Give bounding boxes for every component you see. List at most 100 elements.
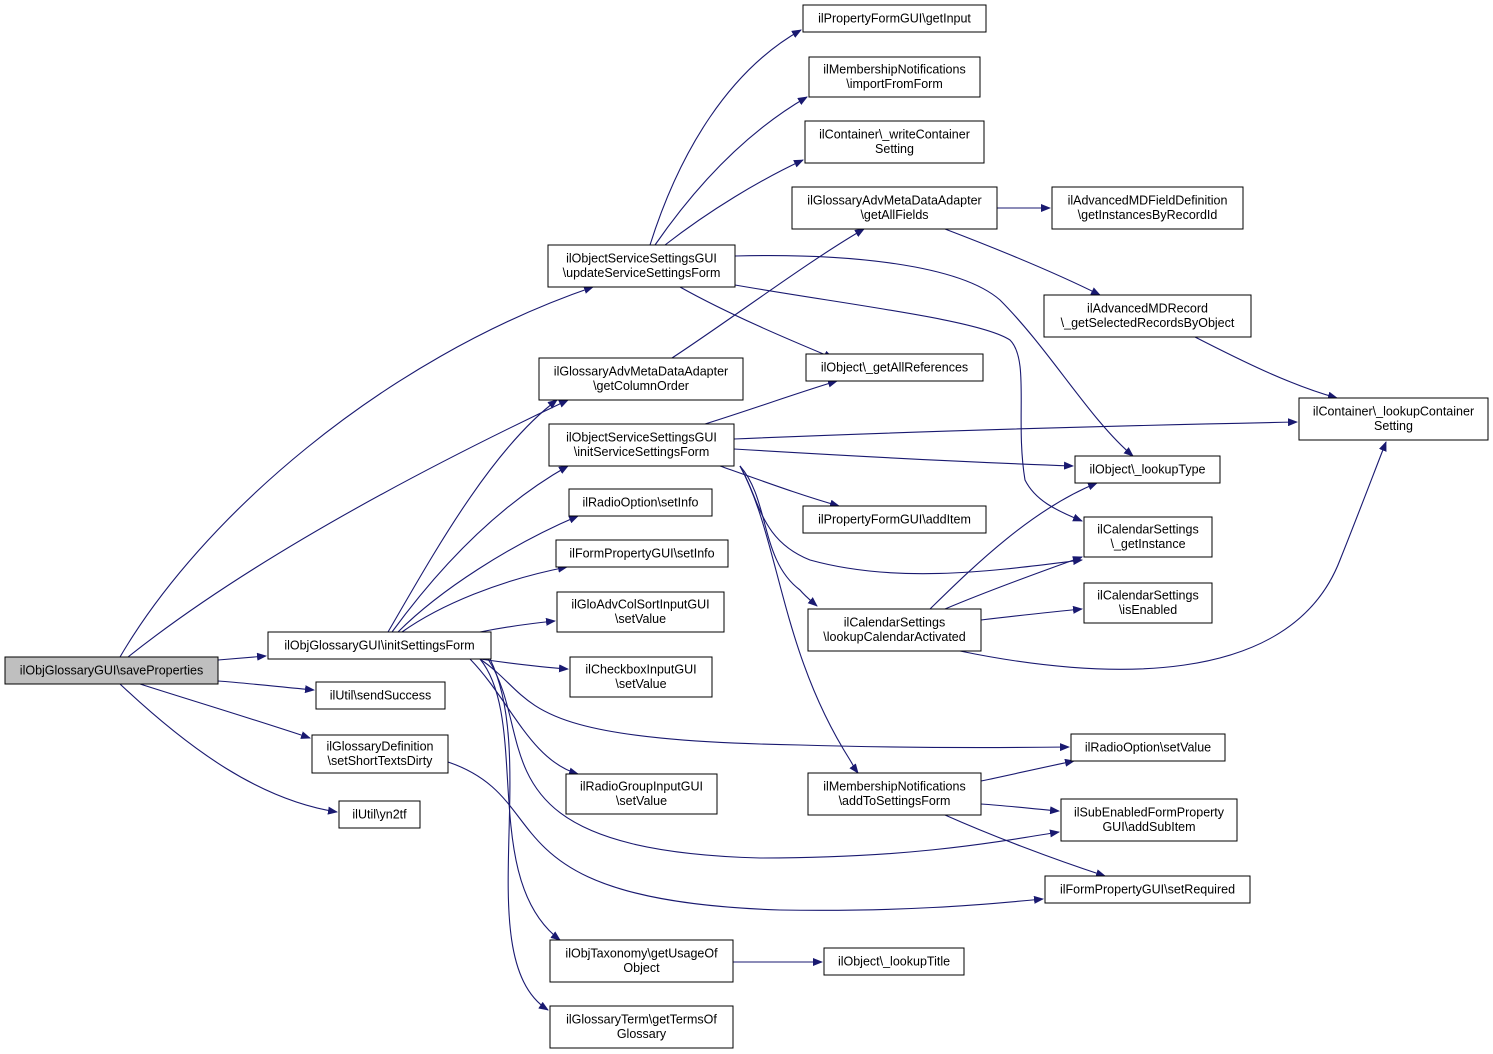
edge-initServiceSettingsForm-to-addToSettingsForm bbox=[739, 465, 859, 774]
edges-layer bbox=[119, 29, 1387, 1011]
node-box bbox=[4, 656, 219, 685]
edge-line bbox=[119, 683, 338, 815]
node-label-line: ilMembershipNotifications bbox=[823, 780, 965, 794]
edge-line bbox=[959, 441, 1387, 670]
node-box bbox=[1298, 397, 1489, 441]
node-addToSettingsForm[interactable]: ilMembershipNotifications\addToSettingsF… bbox=[807, 772, 982, 816]
node-setRequired[interactable]: ilFormPropertyGUI\setRequired bbox=[1044, 875, 1251, 904]
edge-line bbox=[447, 761, 1044, 911]
node-addItem[interactable]: ilPropertyFormGUI\addItem bbox=[802, 505, 987, 534]
node-calIsEnabled[interactable]: ilCalendarSettings\isEnabled bbox=[1083, 582, 1213, 624]
node-getAllFields[interactable]: ilGlossaryAdvMetaDataAdapter\getAllField… bbox=[791, 186, 998, 230]
edge-initSettingsForm-to-getUsageOfObject bbox=[479, 658, 561, 941]
node-getInstancesByRecordId[interactable]: ilAdvancedMDFieldDefinition\getInstances… bbox=[1051, 186, 1244, 230]
edge-initSettingsForm-to-getTermsOfGlossary bbox=[489, 658, 549, 1011]
edge-line bbox=[479, 617, 556, 633]
node-getInput[interactable]: ilPropertyFormGUI\getInput bbox=[802, 4, 987, 33]
node-getColumnOrder[interactable]: ilGlossaryAdvMetaDataAdapter\getColumnOr… bbox=[538, 357, 744, 401]
node-initServiceSettingsForm[interactable]: ilObjectServiceSettingsGUI\initServiceSe… bbox=[548, 423, 735, 467]
node-saveProperties[interactable]: ilObjGlossaryGUI\saveProperties bbox=[4, 656, 219, 685]
node-radioSetValue[interactable]: ilRadioOption\setValue bbox=[1070, 733, 1226, 762]
node-lookupCalendarActivated[interactable]: ilCalendarSettings\lookupCalendarActivat… bbox=[807, 608, 982, 652]
edge-line bbox=[479, 658, 561, 941]
edge-line bbox=[719, 465, 840, 508]
node-gloAdvSetValue[interactable]: ilGloAdvColSortInputGUI\setValue bbox=[556, 591, 725, 633]
node-label-line: \setValue bbox=[615, 677, 666, 691]
node-label-line: ilGlossaryAdvMetaDataAdapter bbox=[554, 365, 728, 379]
edge-line bbox=[649, 29, 802, 246]
node-getAllReferences[interactable]: ilObject\_getAllReferences bbox=[805, 353, 984, 382]
nodes-layer: ilObjGlossaryGUI\saveProperties ilObjGlos… bbox=[4, 4, 1489, 1049]
node-lookupTitle[interactable]: ilObject\_lookupTitle bbox=[823, 947, 965, 976]
edge-initSettingsForm-to-addSubItem bbox=[487, 658, 1060, 859]
node-box bbox=[1083, 582, 1213, 624]
node-label-line: ilGlossaryDefinition bbox=[327, 740, 434, 754]
edge-initSettingsForm-to-radioSetInfo bbox=[397, 515, 579, 633]
node-box bbox=[808, 56, 981, 98]
node-label-line: ilRadioGroupInputGUI bbox=[580, 780, 703, 794]
edge-saveProperties-to-yn2tf bbox=[119, 683, 338, 815]
edge-lookupCalendarActivated-to-calGetInstance bbox=[944, 556, 1083, 610]
node-formPropSetInfo[interactable]: ilFormPropertyGUI\setInfo bbox=[555, 539, 729, 568]
edge-line bbox=[1194, 336, 1338, 400]
node-yn2tf[interactable]: ilUtil\yn2tf bbox=[338, 800, 421, 829]
node-box bbox=[311, 734, 449, 774]
node-box bbox=[338, 800, 421, 829]
node-box bbox=[805, 353, 984, 382]
node-label-line: ilObjectServiceSettingsGUI bbox=[566, 252, 717, 266]
node-label-line: \lookupCalendarActivated bbox=[823, 630, 965, 644]
edge-line bbox=[664, 159, 804, 246]
edge-line bbox=[401, 564, 568, 633]
node-label-line: \getColumnOrder bbox=[593, 379, 689, 393]
node-setShortTextsDirty[interactable]: ilGlossaryDefinition\setShortTextsDirty bbox=[311, 734, 449, 774]
node-checkboxSetValue[interactable]: ilCheckboxInputGUI\setValue bbox=[569, 656, 713, 698]
node-getSelectedRecordsByObject[interactable]: ilAdvancedMDRecord\_getSelectedRecordsBy… bbox=[1043, 294, 1252, 338]
node-label-line: Glossary bbox=[617, 1027, 667, 1041]
edge-line bbox=[944, 814, 1106, 878]
node-box bbox=[548, 423, 735, 467]
node-updateServiceSettingsForm[interactable]: ilObjectServiceSettingsGUI\updateService… bbox=[547, 244, 736, 288]
node-box bbox=[807, 608, 982, 652]
node-box bbox=[538, 357, 744, 401]
edge-line bbox=[654, 96, 808, 246]
node-label-line: \initServiceSettingsForm bbox=[574, 445, 709, 459]
node-importFromForm[interactable]: ilMembershipNotifications\importFromForm bbox=[808, 56, 981, 98]
node-box bbox=[807, 772, 982, 816]
node-label-line: Object bbox=[623, 961, 660, 975]
edge-line bbox=[734, 284, 1083, 522]
node-label-line: ilGlossaryTerm\getTermsOf bbox=[566, 1013, 717, 1027]
node-label-line: ilCalendarSettings bbox=[1097, 589, 1198, 603]
node-initSettingsForm[interactable]: ilObjGlossaryGUI\initSettingsForm bbox=[267, 631, 492, 660]
node-box bbox=[565, 773, 718, 815]
edge-line bbox=[119, 286, 594, 658]
node-label-line: ilFormPropertyGUI\setRequired bbox=[1060, 882, 1235, 896]
edge-saveProperties-to-sendSuccess bbox=[217, 680, 315, 694]
edge-updateServiceSettingsForm-to-calGetInstance bbox=[734, 284, 1083, 522]
edge-initServiceSettingsForm-to-lookupContainerSetting bbox=[733, 418, 1298, 440]
node-label-line: ilRadioOption\setInfo bbox=[582, 495, 698, 509]
node-sendSuccess[interactable]: ilUtil\sendSuccess bbox=[315, 681, 446, 710]
edge-line bbox=[671, 228, 865, 359]
node-box bbox=[556, 591, 725, 633]
node-label-line: ilObject\_lookupType bbox=[1089, 462, 1205, 476]
edge-line bbox=[479, 658, 1070, 752]
node-calGetInstance[interactable]: ilCalendarSettings\_getInstance bbox=[1083, 516, 1213, 558]
edge-lookupCalendarActivated-to-calIsEnabled bbox=[980, 605, 1083, 621]
node-label-line: ilAdvancedMDFieldDefinition bbox=[1068, 194, 1228, 208]
node-radioSetInfo[interactable]: ilRadioOption\setInfo bbox=[568, 488, 713, 517]
node-radioGroupSetValue[interactable]: ilRadioGroupInputGUI\setValue bbox=[565, 773, 718, 815]
edge-initServiceSettingsForm-to-addItem bbox=[719, 465, 840, 508]
node-lookupType[interactable]: ilObject\_lookupType bbox=[1074, 455, 1221, 484]
node-label-line: \getInstancesByRecordId bbox=[1078, 208, 1218, 222]
node-box bbox=[549, 939, 734, 983]
node-box bbox=[549, 1005, 734, 1049]
edge-line bbox=[980, 605, 1083, 621]
node-label-line: ilGlossaryAdvMetaDataAdapter bbox=[807, 194, 981, 208]
edge-line bbox=[391, 465, 569, 633]
